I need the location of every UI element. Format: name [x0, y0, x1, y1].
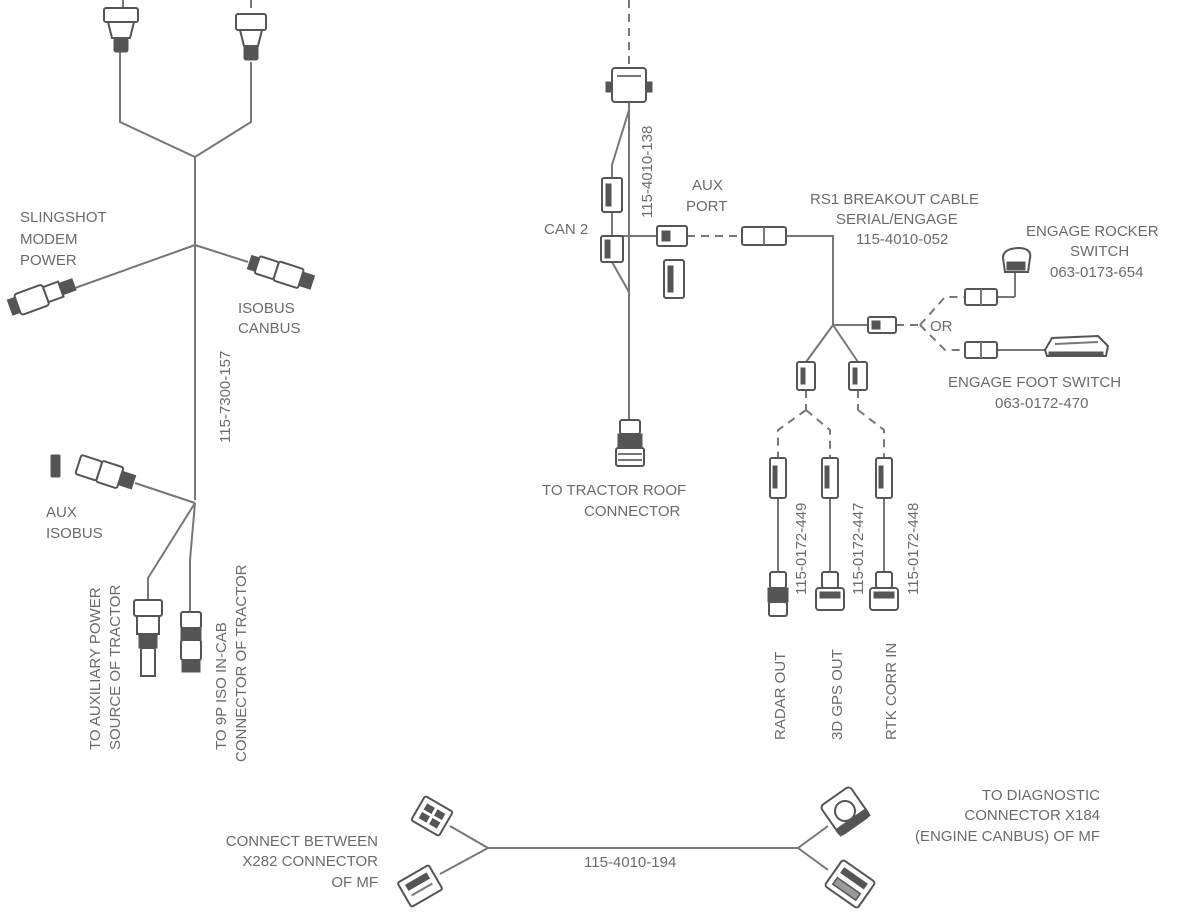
radar-out-connector [767, 571, 789, 617]
rs1-connector-right [848, 361, 868, 391]
iso-incab-connector [180, 611, 202, 673]
center-top-connector [605, 67, 653, 103]
x184-connector-upper [820, 786, 871, 837]
aux-power-label-2: SOURCE OF TRACTOR [107, 585, 124, 750]
can2-label: CAN 2 [544, 221, 588, 238]
gps-plug [821, 457, 839, 499]
rocker-label-2: SWITCH [1070, 243, 1129, 260]
slingshot-label-2: MODEM [20, 231, 78, 248]
slingshot-label-1: SLINGSHOT [20, 209, 107, 226]
aux-isobus-label-1: AUX [46, 504, 77, 521]
foot-label-2: 063-0172-470 [995, 395, 1088, 412]
radar-out-label: RADAR OUT [772, 652, 789, 740]
diagnostic-label-2: CONNECTOR X184 [964, 807, 1100, 824]
aux-port-mating-connector [663, 259, 685, 299]
or-label: OR [930, 318, 953, 335]
slingshot-power-connector [6, 278, 77, 316]
rs1-connector [741, 226, 787, 246]
top-connector-left [103, 7, 139, 53]
harness-194-label: 115-4010-194 [584, 854, 676, 871]
x282-connector-lower [397, 864, 443, 908]
connect-between-label-1: CONNECT BETWEEN [226, 833, 378, 850]
connect-between-label-3: OF MF [331, 874, 378, 891]
can2-connector-upper [601, 177, 623, 213]
roof-label-2: CONNECTOR [584, 503, 681, 520]
tractor-roof-connector [615, 419, 645, 467]
gps-out-connector [815, 571, 845, 611]
radar-plug [769, 457, 787, 499]
isobus-canbus-label-2: CANBUS [238, 320, 301, 337]
aux-power-connector [133, 599, 163, 677]
rs1-label-3: 115-4010-052 [856, 231, 948, 248]
top-connector-right [235, 13, 267, 61]
can2-connector-lower [600, 235, 624, 263]
rs1-label-2: SERIAL/ENGAGE [836, 211, 958, 228]
engage-connector [867, 316, 897, 334]
aux-isobus-label-2: ISOBUS [46, 525, 103, 542]
foot-cable-connector [964, 341, 998, 359]
diagnostic-label-1: TO DIAGNOSTIC [982, 787, 1100, 804]
rtk-plug [875, 457, 893, 499]
rocker-cable-connector [964, 288, 998, 306]
engage-foot-switch [1043, 334, 1110, 357]
rtk-corr-label: RTK CORR IN [883, 643, 900, 740]
aux-port-label-2: PORT [686, 198, 727, 215]
part-447-label: 115-0172-447 [850, 503, 867, 595]
harness-138-label: 115-4010-138 [639, 126, 656, 218]
roof-label-1: TO TRACTOR ROOF [542, 482, 686, 499]
gps-out-label: 3D GPS OUT [829, 649, 846, 740]
connect-between-label-2: X282 CONNECTOR [242, 853, 378, 870]
harness-115-7300-157 [74, 0, 252, 612]
harness-115-4010-194 [439, 825, 829, 875]
x184-connector-lower [824, 859, 876, 909]
foot-label-1: ENGAGE FOOT SWITCH [948, 374, 1121, 391]
rocker-label-3: 063-0173-654 [1050, 264, 1143, 281]
rs1-breakout-wires [777, 272, 1045, 572]
iso-incab-label-2: CONNECTOR OF TRACTOR [233, 564, 250, 762]
aux-port-label-1: AUX [692, 177, 723, 194]
iso-incab-label-1: TO 9P ISO IN-CAB [213, 622, 230, 750]
rtk-corr-connector [869, 571, 899, 611]
isobus-canbus-label-1: ISOBUS [238, 300, 295, 317]
part-449-label: 115-0172-449 [793, 503, 810, 595]
harness-main-label: 115-7300-157 [217, 351, 234, 443]
aux-power-label-1: TO AUXILIARY POWER [87, 587, 104, 750]
slingshot-label-3: POWER [20, 252, 77, 269]
rocker-label-1: ENGAGE ROCKER [1026, 223, 1159, 240]
engage-rocker-switch [1001, 246, 1032, 273]
x282-connector-upper [410, 795, 454, 837]
aux-isobus-connector [50, 454, 137, 490]
aux-port-connector [656, 225, 688, 247]
diagnostic-label-3: (ENGINE CANBUS) OF MF [915, 828, 1100, 845]
harness-115-4010-138 [611, 0, 834, 420]
rs1-label-1: RS1 BREAKOUT CABLE [810, 191, 979, 208]
rs1-connector-left [796, 361, 816, 391]
part-448-label: 115-0172-448 [905, 503, 922, 595]
isobus-canbus-connector [246, 254, 316, 290]
